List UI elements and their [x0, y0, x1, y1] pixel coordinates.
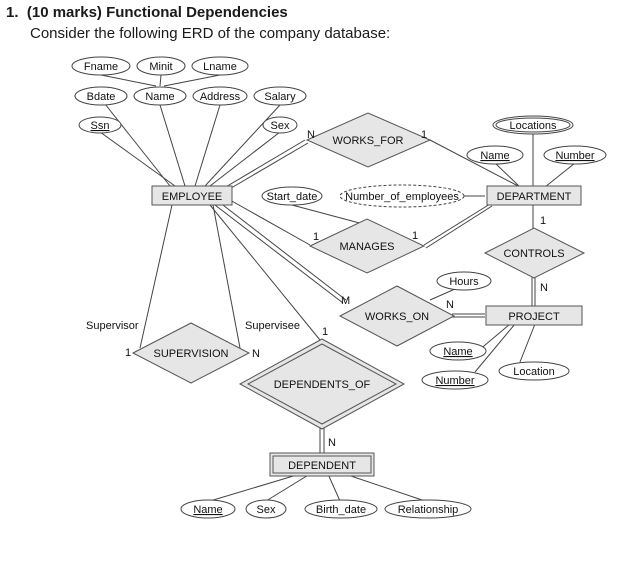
svg-text:Sex: Sex — [271, 120, 290, 132]
entity-project-label: PROJECT — [508, 311, 560, 323]
entity-employee-label: EMPLOYEE — [162, 191, 223, 203]
svg-text:Number: Number — [555, 150, 594, 162]
question-number: 1. — [6, 4, 19, 21]
attribute-dept-name: Name — [466, 145, 524, 165]
card-works-for-dept: 1 — [421, 129, 427, 141]
svg-text:Relationship: Relationship — [398, 504, 459, 516]
question-subtitle: Consider the following ERD of the compan… — [30, 25, 391, 42]
attribute-dept-number: Number — [543, 145, 607, 165]
entity-employee: EMPLOYEE — [151, 185, 233, 206]
svg-text:Fname: Fname — [84, 61, 118, 73]
relationship-works-on-label: WORKS_ON — [365, 311, 429, 323]
svg-text:Bdate: Bdate — [87, 91, 116, 103]
attribute-fname: Fname — [71, 56, 131, 76]
relationship-works-on: WORKS_ON — [338, 285, 456, 347]
attribute-relationship: Relationship — [384, 499, 472, 519]
attribute-start-date: Start_date — [261, 186, 323, 206]
role-supervisee: Supervisee — [245, 320, 300, 332]
entity-department: DEPARTMENT — [486, 185, 582, 206]
role-supervisor: Supervisor — [86, 320, 139, 332]
attribute-name: Name — [133, 86, 187, 106]
relationship-supervision-label: SUPERVISION — [154, 348, 229, 360]
attribute-address: Address — [192, 86, 248, 106]
relationship-controls-label: CONTROLS — [503, 248, 564, 260]
svg-text:Minit: Minit — [149, 61, 172, 73]
card-works-for-emp: N — [307, 129, 315, 141]
svg-text:Ssn: Ssn — [91, 120, 110, 132]
card-manages-emp: 1 — [313, 231, 319, 243]
attribute-minit: Minit — [136, 56, 186, 76]
attribute-number-of-employees: Number_of_employees — [339, 184, 465, 208]
attribute-salary: Salary — [253, 86, 307, 106]
svg-text:Number: Number — [435, 375, 474, 387]
card-dependents-of-dep: N — [328, 437, 336, 449]
entity-project: PROJECT — [485, 305, 583, 326]
card-supervision-supervisee: N — [252, 348, 260, 360]
entity-dependent-label: DEPENDENT — [288, 460, 356, 472]
attribute-ssn: Ssn — [78, 116, 122, 134]
relationship-works-for: WORKS_FOR — [305, 112, 432, 168]
relationship-supervision: SUPERVISION — [131, 322, 251, 384]
attribute-hours: Hours — [436, 271, 492, 291]
card-supervision-supervisor: 1 — [125, 347, 131, 359]
svg-text:Address: Address — [200, 91, 241, 103]
svg-text:Location: Location — [513, 366, 555, 378]
attribute-locations: Locations — [492, 115, 574, 135]
attribute-proj-number: Number — [421, 370, 489, 390]
svg-text:Birth_date: Birth_date — [316, 504, 366, 516]
attribute-birth-date: Birth_date — [304, 499, 378, 519]
attribute-lname: Lname — [191, 56, 249, 76]
relationship-controls: CONTROLS — [483, 227, 586, 279]
attribute-sex: Sex — [262, 116, 298, 134]
svg-text:Name: Name — [145, 91, 174, 103]
attribute-dep-name: Name — [180, 499, 236, 519]
svg-text:Locations: Locations — [509, 120, 557, 132]
svg-text:Name: Name — [443, 346, 472, 358]
question-title: 1. (10 marks) Functional Dependencies — [6, 4, 288, 21]
relationship-works-for-label: WORKS_FOR — [333, 135, 404, 147]
svg-text:Salary: Salary — [264, 91, 296, 103]
attribute-bdate: Bdate — [74, 86, 128, 106]
card-controls-proj: N — [540, 282, 548, 294]
card-manages-dept: 1 — [412, 230, 418, 242]
svg-text:Start_date: Start_date — [267, 191, 318, 203]
question-title-text: (10 marks) Functional Dependencies — [26, 4, 288, 21]
relationship-manages: MANAGES — [308, 218, 426, 274]
svg-text:Hours: Hours — [449, 276, 479, 288]
entity-department-label: DEPARTMENT — [497, 191, 572, 203]
card-dependents-of-emp: 1 — [322, 326, 328, 338]
card-works-on-emp: M — [341, 295, 350, 307]
relationship-dependents-of-label: DEPENDENTS_OF — [274, 379, 371, 391]
card-works-on-proj: N — [446, 299, 454, 311]
connector-lines — [99, 74, 576, 502]
svg-text:Number_of_employees: Number_of_employees — [345, 191, 459, 203]
svg-text:Lname: Lname — [203, 61, 237, 73]
svg-text:Sex: Sex — [257, 504, 276, 516]
card-controls-dept: 1 — [540, 215, 546, 227]
attribute-dep-sex: Sex — [245, 499, 287, 519]
relationship-manages-label: MANAGES — [339, 241, 394, 253]
entity-dependent: DEPENDENT — [269, 452, 375, 477]
attribute-proj-name: Name — [429, 341, 487, 361]
svg-text:Name: Name — [480, 150, 509, 162]
svg-text:Name: Name — [193, 504, 222, 516]
attribute-location: Location — [498, 361, 570, 381]
relationship-dependents-of: DEPENDENTS_OF — [238, 338, 406, 430]
